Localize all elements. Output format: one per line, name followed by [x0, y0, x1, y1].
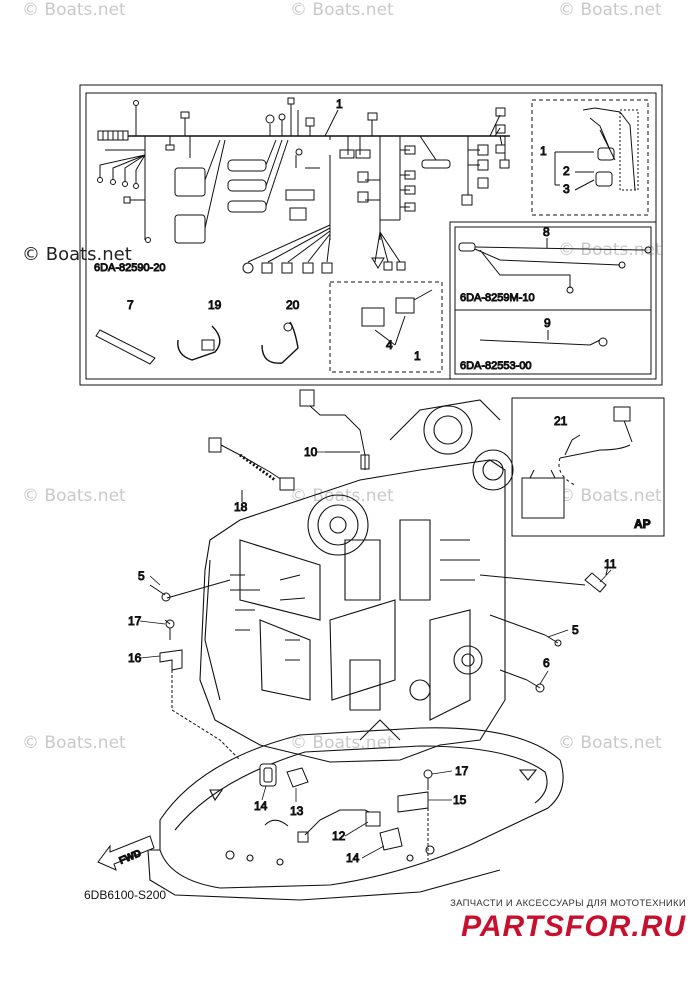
part-bolt-5a: [149, 579, 231, 602]
callout-17a: 17: [128, 614, 142, 628]
inset-callout-2: 2: [563, 164, 570, 178]
wire-harness: [97, 97, 510, 274]
callout-9: 9: [544, 316, 551, 330]
callout-13: 13: [290, 804, 304, 818]
ap-label: AP: [634, 517, 651, 531]
clip-callout-20: 20: [286, 298, 300, 312]
code-8: 6DA-8259M-10: [460, 292, 535, 304]
part-bolt-6: [499, 669, 545, 693]
watermark: © Boats.net: [22, 0, 126, 20]
part-harness-12: [297, 809, 381, 843]
watermark: © Boats.net: [558, 733, 662, 753]
callout-main-1: 1: [336, 97, 343, 111]
part-cap-13: [286, 767, 309, 788]
callout-14a: 14: [254, 799, 268, 813]
clip-callout-7: 7: [127, 298, 134, 312]
harness-code: 6DA-82590-20: [94, 262, 166, 274]
watermark: © Boats.net: [558, 486, 662, 506]
part-sensor-11: [479, 565, 609, 593]
callout-16: 16: [128, 651, 142, 665]
bottom-cowling: [147, 727, 564, 901]
relay-callout-4: 4: [386, 338, 393, 352]
code-9: 6DA-82553-00: [460, 360, 532, 372]
sensor-cable-8: [458, 238, 652, 294]
part-bolt-5b: [489, 614, 562, 647]
relay-callout-1: 1: [414, 349, 421, 363]
inset-callout-3: 3: [563, 182, 570, 196]
callout-14b: 14: [346, 851, 360, 865]
relay-assembly: [361, 289, 433, 346]
fwd-arrow: [97, 835, 155, 871]
inset-sensor-assembly: [554, 107, 639, 191]
callout-15: 15: [453, 793, 467, 807]
watermark: © Boats.net: [558, 0, 662, 20]
watermark: © Boats.net: [290, 486, 394, 506]
watermark: © Boats.net: [290, 733, 394, 753]
callout-18: 18: [234, 500, 248, 514]
footer-brand-logo: PARTSFOR.RU: [461, 910, 686, 943]
sensor-cable-9: [479, 330, 608, 347]
ap-box: [511, 397, 665, 537]
upper-parts-box: [79, 84, 663, 386]
watermark-strong: © Boats.net: [22, 244, 132, 265]
watermark: © Boats.net: [22, 733, 126, 753]
part-sensor-18: [208, 437, 295, 502]
callout-5b: 5: [572, 623, 579, 637]
callout-6: 6: [543, 656, 550, 670]
callout-17b: 17: [455, 764, 469, 778]
part-bracket-16: [159, 649, 241, 761]
callout-21: 21: [554, 414, 568, 428]
reference-code: 6DB6100-S200: [84, 888, 167, 902]
part-grommet-14b: [379, 827, 403, 851]
clips: [95, 321, 299, 365]
watermark: © Boats.net: [558, 240, 662, 260]
watermark: © Boats.net: [290, 0, 394, 20]
callout-8: 8: [543, 225, 550, 239]
footer-tagline: ЗАПЧАСТИ И АКСЕССУАРЫ ДЛЯ МОТОТЕХНИКИ: [450, 898, 686, 909]
leader-lines: [139, 451, 612, 859]
callout-12: 12: [332, 829, 346, 843]
callout-10: 10: [304, 445, 318, 459]
part-bolt-17b: [423, 769, 433, 790]
inset-callout-1: 1: [540, 144, 547, 158]
callout-5a: 5: [138, 569, 145, 583]
part-bolt-17a: [164, 619, 175, 640]
part-bracket-15: [397, 791, 429, 860]
part-grommet-14a: [259, 763, 277, 787]
watermark: © Boats.net: [22, 486, 126, 506]
clip-callout-19: 19: [208, 298, 222, 312]
callout-11: 11: [604, 557, 617, 571]
engine-block: [199, 399, 514, 763]
